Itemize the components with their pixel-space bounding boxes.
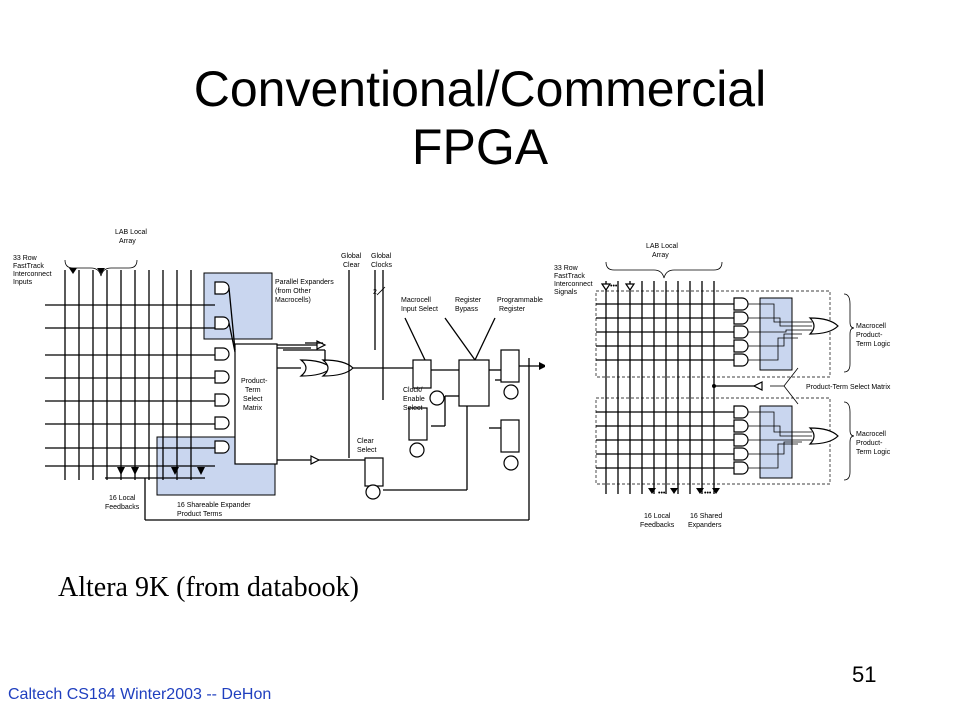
bottom-or-gate — [808, 427, 839, 445]
page-number: 51 — [852, 662, 877, 687]
label-shareable-expander-1: 16 Shareable Expander — [177, 502, 251, 509]
r-label-row-signals-4: Signals — [554, 289, 577, 296]
r-label-ptsm: Product-Term Select Matrix — [806, 384, 891, 391]
macrocell-register — [458, 359, 490, 407]
label-row-inputs-4: Inputs — [13, 279, 33, 286]
r-label-macro-top-3: Term Logic — [856, 341, 891, 348]
label-ptsm-4: Matrix — [243, 405, 263, 412]
r-label-lab-local-array-1: LAB Local — [646, 243, 678, 250]
label-ptsm-3: Select — [243, 396, 263, 403]
label-register-bypass-1: Register — [455, 297, 482, 304]
r-label-macro-top-2: Product- — [856, 332, 883, 339]
r-label-macro-top-1: Macrocell — [856, 323, 886, 330]
label-global-clear-1: Global — [341, 253, 362, 260]
label-ptsm-1: Product- — [241, 378, 268, 385]
label-lab-local-array-1: LAB Local — [115, 229, 147, 236]
label-clear-select-2: Select — [357, 447, 377, 454]
right-horizontal-lines — [596, 303, 734, 469]
right-vertical-lines — [605, 281, 715, 494]
lab-product-term-diagram: ••• ••• ••• LAB Local Array 33 Row FastT… — [554, 243, 891, 529]
right-and-gates — [733, 297, 749, 475]
label-lab-local-array-2: Array — [119, 238, 136, 245]
label-programmable-register-1: Programmable — [497, 297, 543, 304]
label-parallel-expanders-1: Parallel Expanders — [275, 279, 334, 286]
label-row-inputs-3: Interconnect — [13, 271, 52, 278]
r-label-shared-expanders-2: Expanders — [688, 522, 722, 529]
label-parallel-expanders-2: (from Other — [275, 288, 311, 295]
parallel-expander-region — [203, 272, 273, 340]
footer-credit: Caltech CS184 Winter2003 -- DeHon — [8, 686, 272, 703]
or-gate — [299, 359, 332, 377]
label-clock-enable-1: Clock/ — [403, 387, 423, 394]
r-label-lab-local-array-2: Array — [652, 252, 669, 259]
label-local-feedbacks-2: Feedbacks — [105, 504, 140, 511]
bottom-macrocell-group — [595, 397, 831, 485]
r-label-local-feedbacks-1: 16 Local — [644, 513, 671, 520]
r-label-local-feedbacks-2: Feedbacks — [640, 522, 675, 529]
label-programmable-register-2: Register — [499, 306, 526, 313]
label-global-clock-1: Global — [371, 253, 392, 260]
label-global-clear-2: Clear — [343, 262, 360, 269]
title-line-2: FPGA — [411, 119, 549, 175]
label-ptsm-2: Term — [245, 387, 261, 394]
title-line-1: Conventional/Commercial — [193, 61, 767, 117]
dots-1: ••• — [658, 490, 666, 497]
dots-3: ••• — [610, 283, 618, 290]
r-label-shared-expanders-1: 16 Shared — [690, 513, 722, 520]
figure-caption: Altera 9K (from databook) — [58, 572, 359, 603]
r-label-macro-bottom-2: Product- — [856, 440, 883, 447]
label-row-inputs-1: 33 Row — [13, 255, 38, 262]
product-term-select-matrix — [234, 343, 278, 465]
r-label-macro-bottom-1: Macrocell — [856, 431, 886, 438]
label-parallel-expanders-3: Macrocells) — [275, 297, 311, 304]
top-macrocell-group — [595, 290, 831, 378]
macrocell-diagram: LAB Local Array 33 Row FastTrack Interco… — [13, 229, 545, 521]
label-register-bypass-2: Bypass — [455, 306, 478, 313]
top-or-gate — [808, 317, 839, 335]
product-term-lines — [45, 304, 215, 467]
label-clear-select-1: Clear — [357, 438, 374, 445]
r-label-row-signals-1: 33 Row — [554, 265, 579, 272]
label-local-feedbacks-1: 16 Local — [109, 495, 136, 502]
r-label-macro-bottom-3: Term Logic — [856, 449, 891, 456]
xor-gate — [321, 359, 354, 377]
label-shareable-expander-2: Product Terms — [177, 511, 222, 518]
r-label-row-signals-3: Interconnect — [554, 281, 593, 288]
label-row-inputs-2: FastTrack — [13, 263, 44, 270]
label-clock-enable-3: Select — [403, 405, 423, 412]
label-global-clock-2: Clocks — [371, 262, 393, 269]
r-label-row-signals-2: FastTrack — [554, 273, 585, 280]
label-macrocell-input-2: Input Select — [401, 306, 438, 313]
label-macrocell-input-1: Macrocell — [401, 297, 431, 304]
dots-2: ••• — [704, 490, 712, 497]
label-clock-enable-2: Enable — [403, 396, 425, 403]
slide-title: Conventional/Commercial FPGA — [80, 60, 880, 176]
label-two: 2 — [373, 289, 377, 296]
